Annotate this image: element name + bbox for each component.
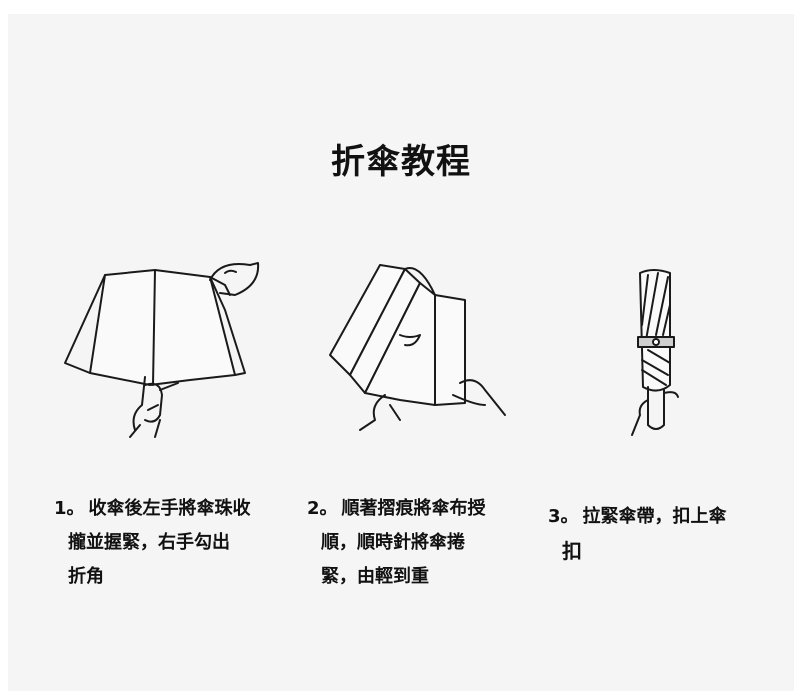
step-text-line: 折角 [68,566,104,587]
umbrella-opening-hands-icon [60,255,270,440]
step-text-line: 拉緊傘帶，扣上傘 [582,506,727,527]
umbrella-closed-strap-icon [618,265,688,440]
step-text-line: 收傘後左手將傘珠收 [88,498,251,519]
step-number: 2。 [307,498,338,519]
umbrella-folding-hands-icon [325,255,510,435]
page-title: 折傘教程 [331,142,471,182]
step-number: 3。 [548,506,579,527]
step-1-instructions: 1。收傘後左手將傘珠收 攏並握緊，右手勾出 折角 [54,492,251,594]
step-text-line: 扣 [562,539,582,563]
step-text-line: 順著摺痕將傘布授 [341,498,486,519]
step-text-line: 順，順時針將傘捲 [321,532,465,553]
step-2-instructions: 2。順著摺痕將傘布授 順，順時針將傘捲 緊，由輕到重 [307,492,486,594]
step-3-instructions: 3。拉緊傘帶，扣上傘 扣 [548,500,727,568]
step-text-line: 緊，由輕到重 [321,566,429,587]
step-text-line: 攏並握緊，右手勾出 [68,532,230,553]
step-number: 1。 [54,498,85,519]
